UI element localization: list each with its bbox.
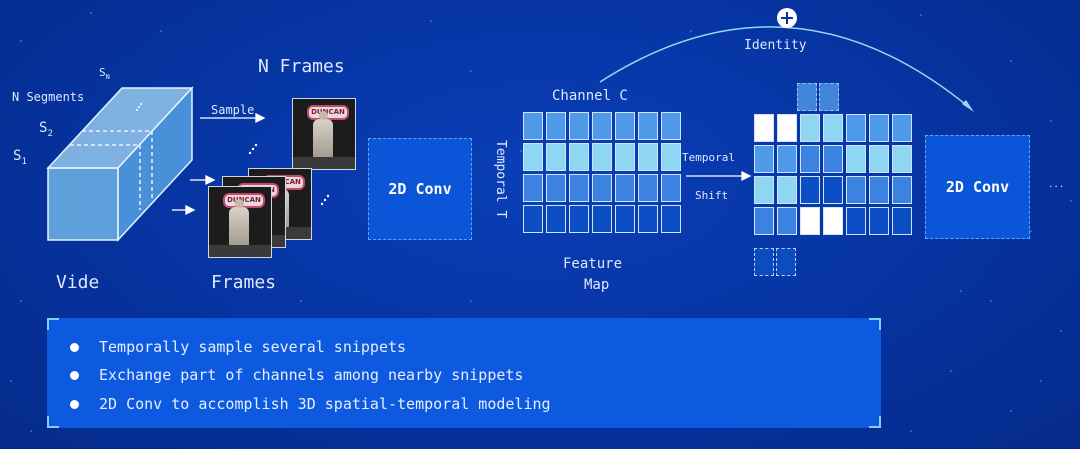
feature-cell bbox=[661, 205, 681, 233]
feature-cell bbox=[800, 145, 820, 173]
label-shift: Shift bbox=[695, 189, 729, 202]
label-feature: Feature bbox=[563, 256, 623, 272]
feature-cell bbox=[846, 114, 866, 142]
feature-cell bbox=[569, 205, 589, 233]
feature-cell bbox=[638, 205, 658, 233]
label-temporal: Temporal bbox=[682, 151, 735, 164]
label-temporal-t: Temporal T bbox=[493, 140, 508, 219]
feature-cell bbox=[592, 174, 612, 202]
bullet-text: Temporally sample several snippets bbox=[99, 338, 407, 356]
feature-cell bbox=[869, 145, 889, 173]
feature-cell bbox=[800, 176, 820, 204]
feature-cell bbox=[523, 143, 543, 171]
bullet-text: 2D Conv to accomplish 3D spatial-tempora… bbox=[99, 395, 551, 413]
label-channel-c: Channel C bbox=[552, 88, 628, 104]
feature-cell bbox=[869, 114, 889, 142]
feature-cell bbox=[892, 145, 912, 173]
feature-cell bbox=[800, 114, 820, 142]
label-frames: Frames bbox=[211, 272, 277, 293]
feature-cell bbox=[823, 114, 843, 142]
feature-cell bbox=[569, 112, 589, 140]
feature-cell bbox=[777, 145, 797, 173]
shifted-feature-map-grid bbox=[754, 114, 912, 235]
feature-cell bbox=[823, 145, 843, 173]
bullet-item-2: Exchange part of channels among nearby s… bbox=[70, 366, 523, 384]
feature-cell bbox=[546, 174, 566, 202]
label-ellipsis: ... bbox=[1048, 180, 1065, 190]
feature-cell bbox=[615, 143, 635, 171]
bullet-dot-icon bbox=[70, 370, 79, 380]
feature-cell bbox=[800, 207, 820, 235]
feature-cell bbox=[869, 176, 889, 204]
feature-cell bbox=[754, 114, 774, 142]
frame-image-1: DUNCAN bbox=[292, 98, 356, 170]
feature-cell bbox=[846, 145, 866, 173]
feature-cell bbox=[777, 114, 797, 142]
feature-cell bbox=[523, 112, 543, 140]
label-n-segments: N Segments bbox=[12, 90, 85, 104]
label-sn: SN bbox=[99, 66, 110, 82]
bullet-text: Exchange part of channels among nearby s… bbox=[99, 366, 524, 384]
feature-cell bbox=[777, 207, 797, 235]
feature-cell bbox=[615, 205, 635, 233]
label-identity: Identity bbox=[744, 38, 807, 53]
feature-cell bbox=[661, 174, 681, 202]
feature-cell bbox=[638, 112, 658, 140]
label-s2: S2 bbox=[39, 120, 53, 139]
bullet-dot-icon bbox=[70, 342, 79, 352]
feature-cell bbox=[523, 174, 543, 202]
bullet-dot-icon bbox=[70, 399, 79, 409]
conv-2d-box-left: 2D Conv bbox=[368, 138, 472, 240]
shifted-out-bottom bbox=[754, 248, 796, 276]
feature-cell bbox=[638, 143, 658, 171]
feature-cell bbox=[661, 112, 681, 140]
feature-map-grid bbox=[523, 112, 681, 233]
feature-cell bbox=[592, 112, 612, 140]
feature-cell bbox=[892, 207, 912, 235]
bullet-item-1: Temporally sample several snippets bbox=[70, 338, 406, 356]
feature-cell bbox=[754, 207, 774, 235]
feature-cell bbox=[546, 143, 566, 171]
feature-cell bbox=[569, 174, 589, 202]
video-cuboid bbox=[46, 86, 194, 242]
label-vide: Vide bbox=[56, 272, 100, 293]
feature-cell bbox=[592, 205, 612, 233]
feature-cell bbox=[754, 176, 774, 204]
feature-cell bbox=[546, 112, 566, 140]
feature-cell bbox=[823, 176, 843, 204]
shifted-out-top bbox=[797, 83, 839, 111]
bullet-item-3: 2D Conv to accomplish 3D spatial-tempora… bbox=[70, 395, 551, 413]
label-s1: S1 bbox=[13, 148, 27, 167]
feature-cell bbox=[546, 205, 566, 233]
feature-cell bbox=[846, 207, 866, 235]
label-map: Map bbox=[584, 277, 610, 293]
label-sample: Sample bbox=[211, 103, 255, 117]
feature-cell bbox=[638, 174, 658, 202]
feature-cell bbox=[892, 114, 912, 142]
feature-cell bbox=[569, 143, 589, 171]
feature-cell bbox=[869, 207, 889, 235]
feature-cell bbox=[754, 145, 774, 173]
feature-cell bbox=[661, 143, 681, 171]
label-n-frames: N Frames bbox=[258, 56, 345, 77]
feature-cell bbox=[592, 143, 612, 171]
bullet-panel bbox=[47, 318, 881, 428]
feature-cell bbox=[892, 176, 912, 204]
feature-cell bbox=[523, 205, 543, 233]
feature-cell bbox=[777, 176, 797, 204]
feature-cell bbox=[615, 112, 635, 140]
feature-cell bbox=[823, 207, 843, 235]
frame-image-4: DUNCAN bbox=[208, 186, 272, 258]
feature-cell bbox=[615, 174, 635, 202]
feature-cell bbox=[846, 176, 866, 204]
conv-2d-box-right: 2D Conv bbox=[925, 135, 1030, 239]
